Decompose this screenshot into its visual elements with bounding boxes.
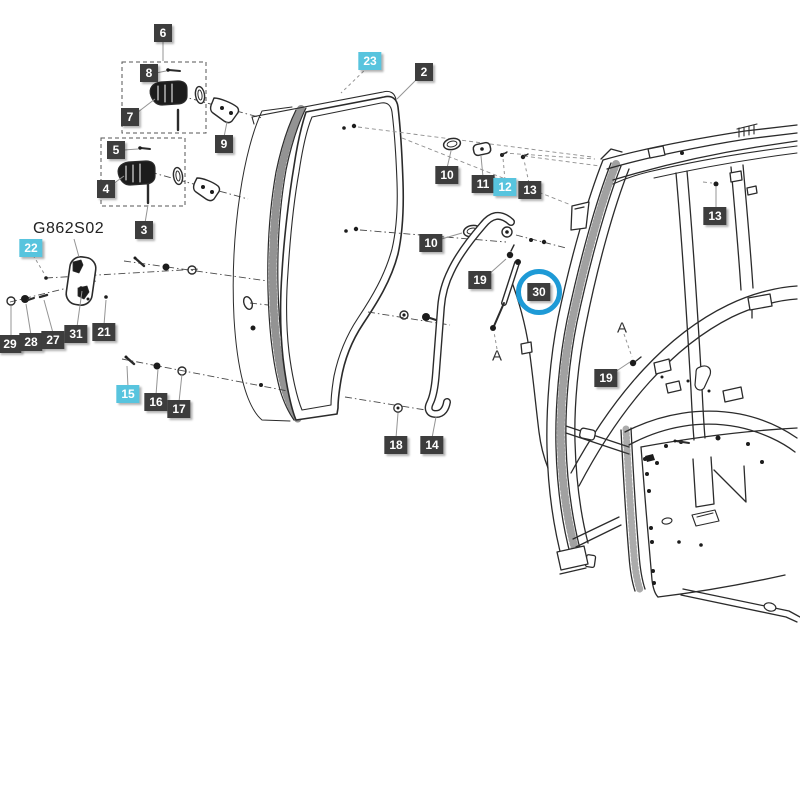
part-label-10[interactable]: 10 xyxy=(435,166,459,184)
part-label-29[interactable]: 29 xyxy=(0,335,22,353)
door-glass-assembly xyxy=(232,90,405,423)
hinge-group-boxes xyxy=(100,61,207,207)
part-label-17[interactable]: 17 xyxy=(167,400,191,418)
part-label-13[interactable]: 13 xyxy=(518,181,542,199)
part-label-14[interactable]: 14 xyxy=(420,436,444,454)
part-label-5[interactable]: 5 xyxy=(107,141,125,159)
part-label-6[interactable]: 6 xyxy=(154,24,172,42)
reference-letter-a1: A xyxy=(491,347,503,365)
part-label-16[interactable]: 16 xyxy=(144,393,168,411)
part-label-8[interactable]: 8 xyxy=(140,64,158,82)
cab-frame xyxy=(509,123,800,623)
part-code: G862S02 xyxy=(33,220,105,237)
part-label-22-highlighted[interactable]: 22 xyxy=(19,239,43,257)
part-label-2[interactable]: 2 xyxy=(415,63,433,81)
part-label-19b[interactable]: 19 xyxy=(594,369,618,387)
leader-lines-dashed xyxy=(32,66,633,358)
part-label-31[interactable]: 31 xyxy=(64,325,88,343)
part-label-13b[interactable]: 13 xyxy=(703,207,727,225)
part-label-28[interactable]: 28 xyxy=(19,333,43,351)
latch-small-parts xyxy=(6,256,197,376)
circle-highlight-30 xyxy=(516,269,562,315)
part-label-10b[interactable]: 10 xyxy=(419,234,443,252)
part-label-21[interactable]: 21 xyxy=(92,323,116,341)
part-label-19[interactable]: 19 xyxy=(468,271,492,289)
part-label-7[interactable]: 7 xyxy=(121,108,139,126)
part-label-23-highlighted[interactable]: 23 xyxy=(358,52,382,70)
part-label-9[interactable]: 9 xyxy=(215,135,233,153)
handle-and-strut xyxy=(393,211,547,418)
part-label-15-highlighted[interactable]: 15 xyxy=(116,385,140,403)
part-label-12-highlighted[interactable]: 12 xyxy=(493,178,517,196)
part-label-27[interactable]: 27 xyxy=(41,331,65,349)
part-label-4[interactable]: 4 xyxy=(97,180,115,198)
construction-dashes-over xyxy=(357,126,593,206)
leader-lines xyxy=(10,40,717,439)
part-label-11[interactable]: 11 xyxy=(471,175,495,193)
reference-letter-a2: A xyxy=(616,319,628,337)
construction-dashes xyxy=(502,152,713,184)
part-label-3[interactable]: 3 xyxy=(135,221,153,239)
hinge-parts xyxy=(117,68,240,205)
part-label-18[interactable]: 18 xyxy=(384,436,408,454)
